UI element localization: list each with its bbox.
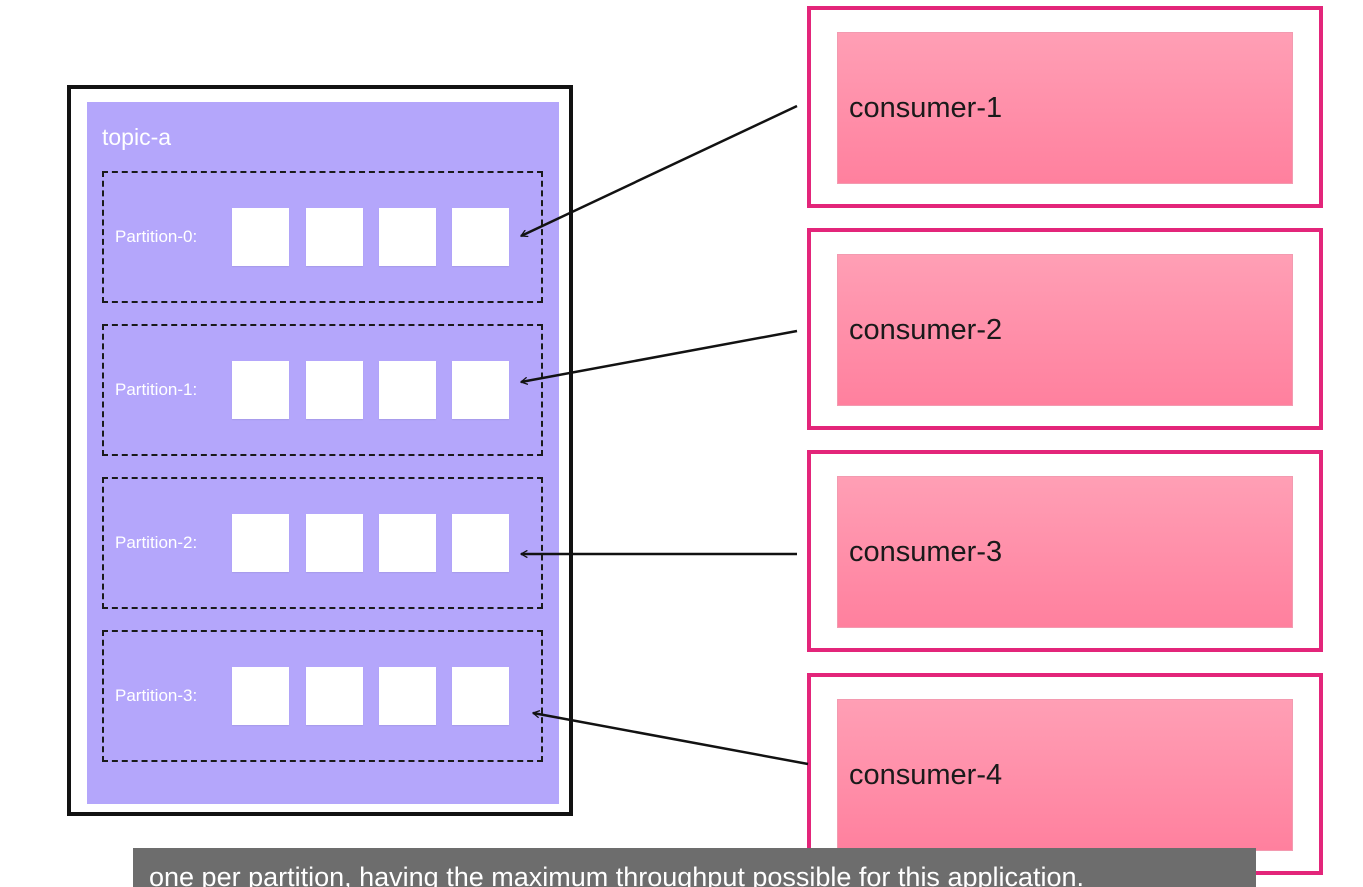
message-box — [452, 361, 509, 419]
message-box — [379, 667, 436, 725]
message-box — [452, 208, 509, 266]
message-box — [379, 208, 436, 266]
message-box — [306, 208, 363, 266]
message-box — [232, 667, 289, 725]
partition-label: Partition-3: — [115, 686, 198, 705]
arrow-consumer-2-to-partition-1 — [521, 329, 798, 382]
consumer-label: consumer-4 — [849, 758, 1003, 791]
caption-text: one per partition, having the maximum th… — [149, 862, 1085, 887]
message-box — [306, 667, 363, 725]
partition-0: Partition-0: — [102, 171, 543, 303]
consumer-3-box: consumer-3 — [807, 450, 1323, 652]
partition-3: Partition-3: — [102, 630, 543, 762]
topic-title: topic-a — [102, 124, 172, 150]
arrow-consumer-1-to-partition-0 — [521, 104, 798, 236]
message-box — [452, 667, 509, 725]
consumer-fill: consumer-1 — [837, 32, 1293, 184]
message-box — [379, 361, 436, 419]
partition-1: Partition-1: — [102, 324, 543, 456]
consumer-fill: consumer-2 — [837, 254, 1293, 406]
consumer-fill: consumer-3 — [837, 476, 1293, 628]
partition-label: Partition-0: — [115, 227, 198, 246]
consumer-fill: consumer-4 — [837, 699, 1293, 851]
consumer-label: consumer-3 — [849, 535, 1003, 568]
message-box — [232, 514, 289, 572]
message-box — [232, 361, 289, 419]
consumer-1-box: consumer-1 — [807, 6, 1323, 208]
consumer-label: consumer-1 — [849, 91, 1003, 124]
message-box — [232, 208, 289, 266]
partition-label: Partition-2: — [115, 533, 198, 552]
consumer-2-box: consumer-2 — [807, 228, 1323, 430]
message-box — [452, 514, 509, 572]
message-box — [379, 514, 436, 572]
partition-2: Partition-2: — [102, 477, 543, 609]
message-box — [306, 514, 363, 572]
consumer-label: consumer-2 — [849, 313, 1003, 346]
message-box — [306, 361, 363, 419]
consumer-4-box: consumer-4 — [807, 673, 1323, 875]
arrow-consumer-4-to-partition-3 — [533, 713, 809, 766]
subtitle-caption: one per partition, having the maximum th… — [133, 848, 1256, 887]
partition-label: Partition-1: — [115, 380, 198, 399]
